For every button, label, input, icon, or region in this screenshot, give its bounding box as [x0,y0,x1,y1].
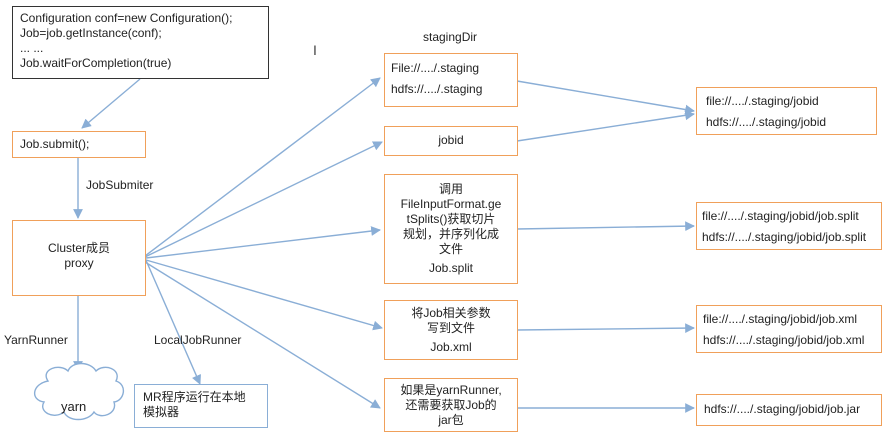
job-split-line: 规划，并序列化成 [402,227,499,241]
arrow-split-to-out [516,221,695,232]
arrow-cluster-to-staging [144,77,381,257]
job-split-filename: Job.split [428,261,474,275]
arrow-cluster-to-local [144,257,201,385]
arrow-xml-to-out [516,323,695,333]
code-line: Job=job.getInstance(conf); [20,26,162,40]
arrow-jobid-to-jobid-out [516,110,695,142]
cluster-label: Cluster成员 [47,241,110,255]
code-line: Job.waitForCompletion(true) [20,56,172,70]
job-xml-box: 将Job相关参数 写到文件 Job.xml [384,300,518,360]
job-xml-file-path: file://..../.staging/jobid/job.xml [703,312,858,326]
code-line: ... ... [20,41,44,55]
jobid-label: jobid [438,133,464,147]
job-submitter-label: JobSubmiter [86,178,154,192]
job-xml-hdfs-path: hdfs://..../.staging/jobid/job.xml [703,333,865,347]
cluster-proxy-box: Cluster成员 proxy [12,220,146,296]
job-split-line: 调用 [438,182,463,196]
job-jar-line: 还需要获取Job的 [405,398,497,412]
code-snippet-box: Configuration conf=new Configuration(); … [12,6,269,79]
job-xml-output-box: file://..../.staging/jobid/job.xml hdfs:… [696,305,882,353]
job-split-line: 文件 [438,242,463,256]
yarn-runner-label: YarnRunner [4,333,68,347]
job-submit-box: Job.submit(); [12,131,146,158]
job-split-line: tSplits()获取切片 [406,212,496,226]
arrow-staging-to-jobid-out [516,80,695,115]
jobid-file-path: file://..../.staging/jobid [706,94,819,108]
job-split-output-box: file://..../.staging/jobid/job.split hdf… [696,202,882,250]
arrow-cluster-to-split [145,226,381,259]
arrow-cluster-to-jobid [144,141,383,258]
staging-hdfs-path: hdfs://..../.staging [391,82,483,96]
jobid-hdfs-path: hdfs://..../.staging/jobid [706,115,827,129]
job-jar-line: jar包 [438,413,464,427]
job-submit-label: Job.submit(); [20,137,90,151]
job-split-box: 调用 FileInputFormat.ge tSplits()获取切片 规划，并… [384,174,518,284]
job-jar-line: 如果是yarnRunner, [400,383,502,397]
job-xml-filename: Job.xml [430,340,472,354]
yarn-cloud-shape [34,362,124,421]
job-jar-output-box: hdfs://..../.staging/jobid/job.jar [696,394,882,426]
yarn-label: yarn [61,399,87,414]
code-line: Configuration conf=new Configuration(); [20,11,233,25]
proxy-label: proxy [64,256,94,270]
job-split-line: FileInputFormat.ge [400,197,502,211]
staging-file-path: File://..../.staging [391,61,480,75]
staging-box: File://..../.staging hdfs://..../.stagin… [384,53,518,107]
arrow-cluster-to-xml [145,259,383,331]
job-xml-line: 写到文件 [426,321,475,335]
arrow-cluster-to-jar [144,261,381,409]
job-split-file-path: file://..../.staging/jobid/job.split [702,209,859,223]
job-jar-hdfs-path: hdfs://..../.staging/jobid/job.jar [704,402,861,416]
local-simulator-line: MR程序运行在本地 [143,390,246,404]
jobid-box: jobid [384,126,518,156]
local-job-runner-label: LocalJobRunner [154,333,242,347]
job-jar-box: 如果是yarnRunner, 还需要获取Job的 jar包 [384,378,518,432]
job-xml-line: 将Job相关参数 [411,306,491,320]
text-cursor-icon: I [313,42,317,58]
local-simulator-box: MR程序运行在本地 模拟器 [134,384,268,428]
local-simulator-line: 模拟器 [143,405,180,419]
arrow-code-to-submit [81,78,141,129]
job-split-hdfs-path: hdfs://..../.staging/jobid/job.split [702,230,867,244]
staging-dir-label: stagingDir [423,30,478,44]
jobid-output-box: file://..../.staging/jobid hdfs://..../.… [696,87,877,135]
